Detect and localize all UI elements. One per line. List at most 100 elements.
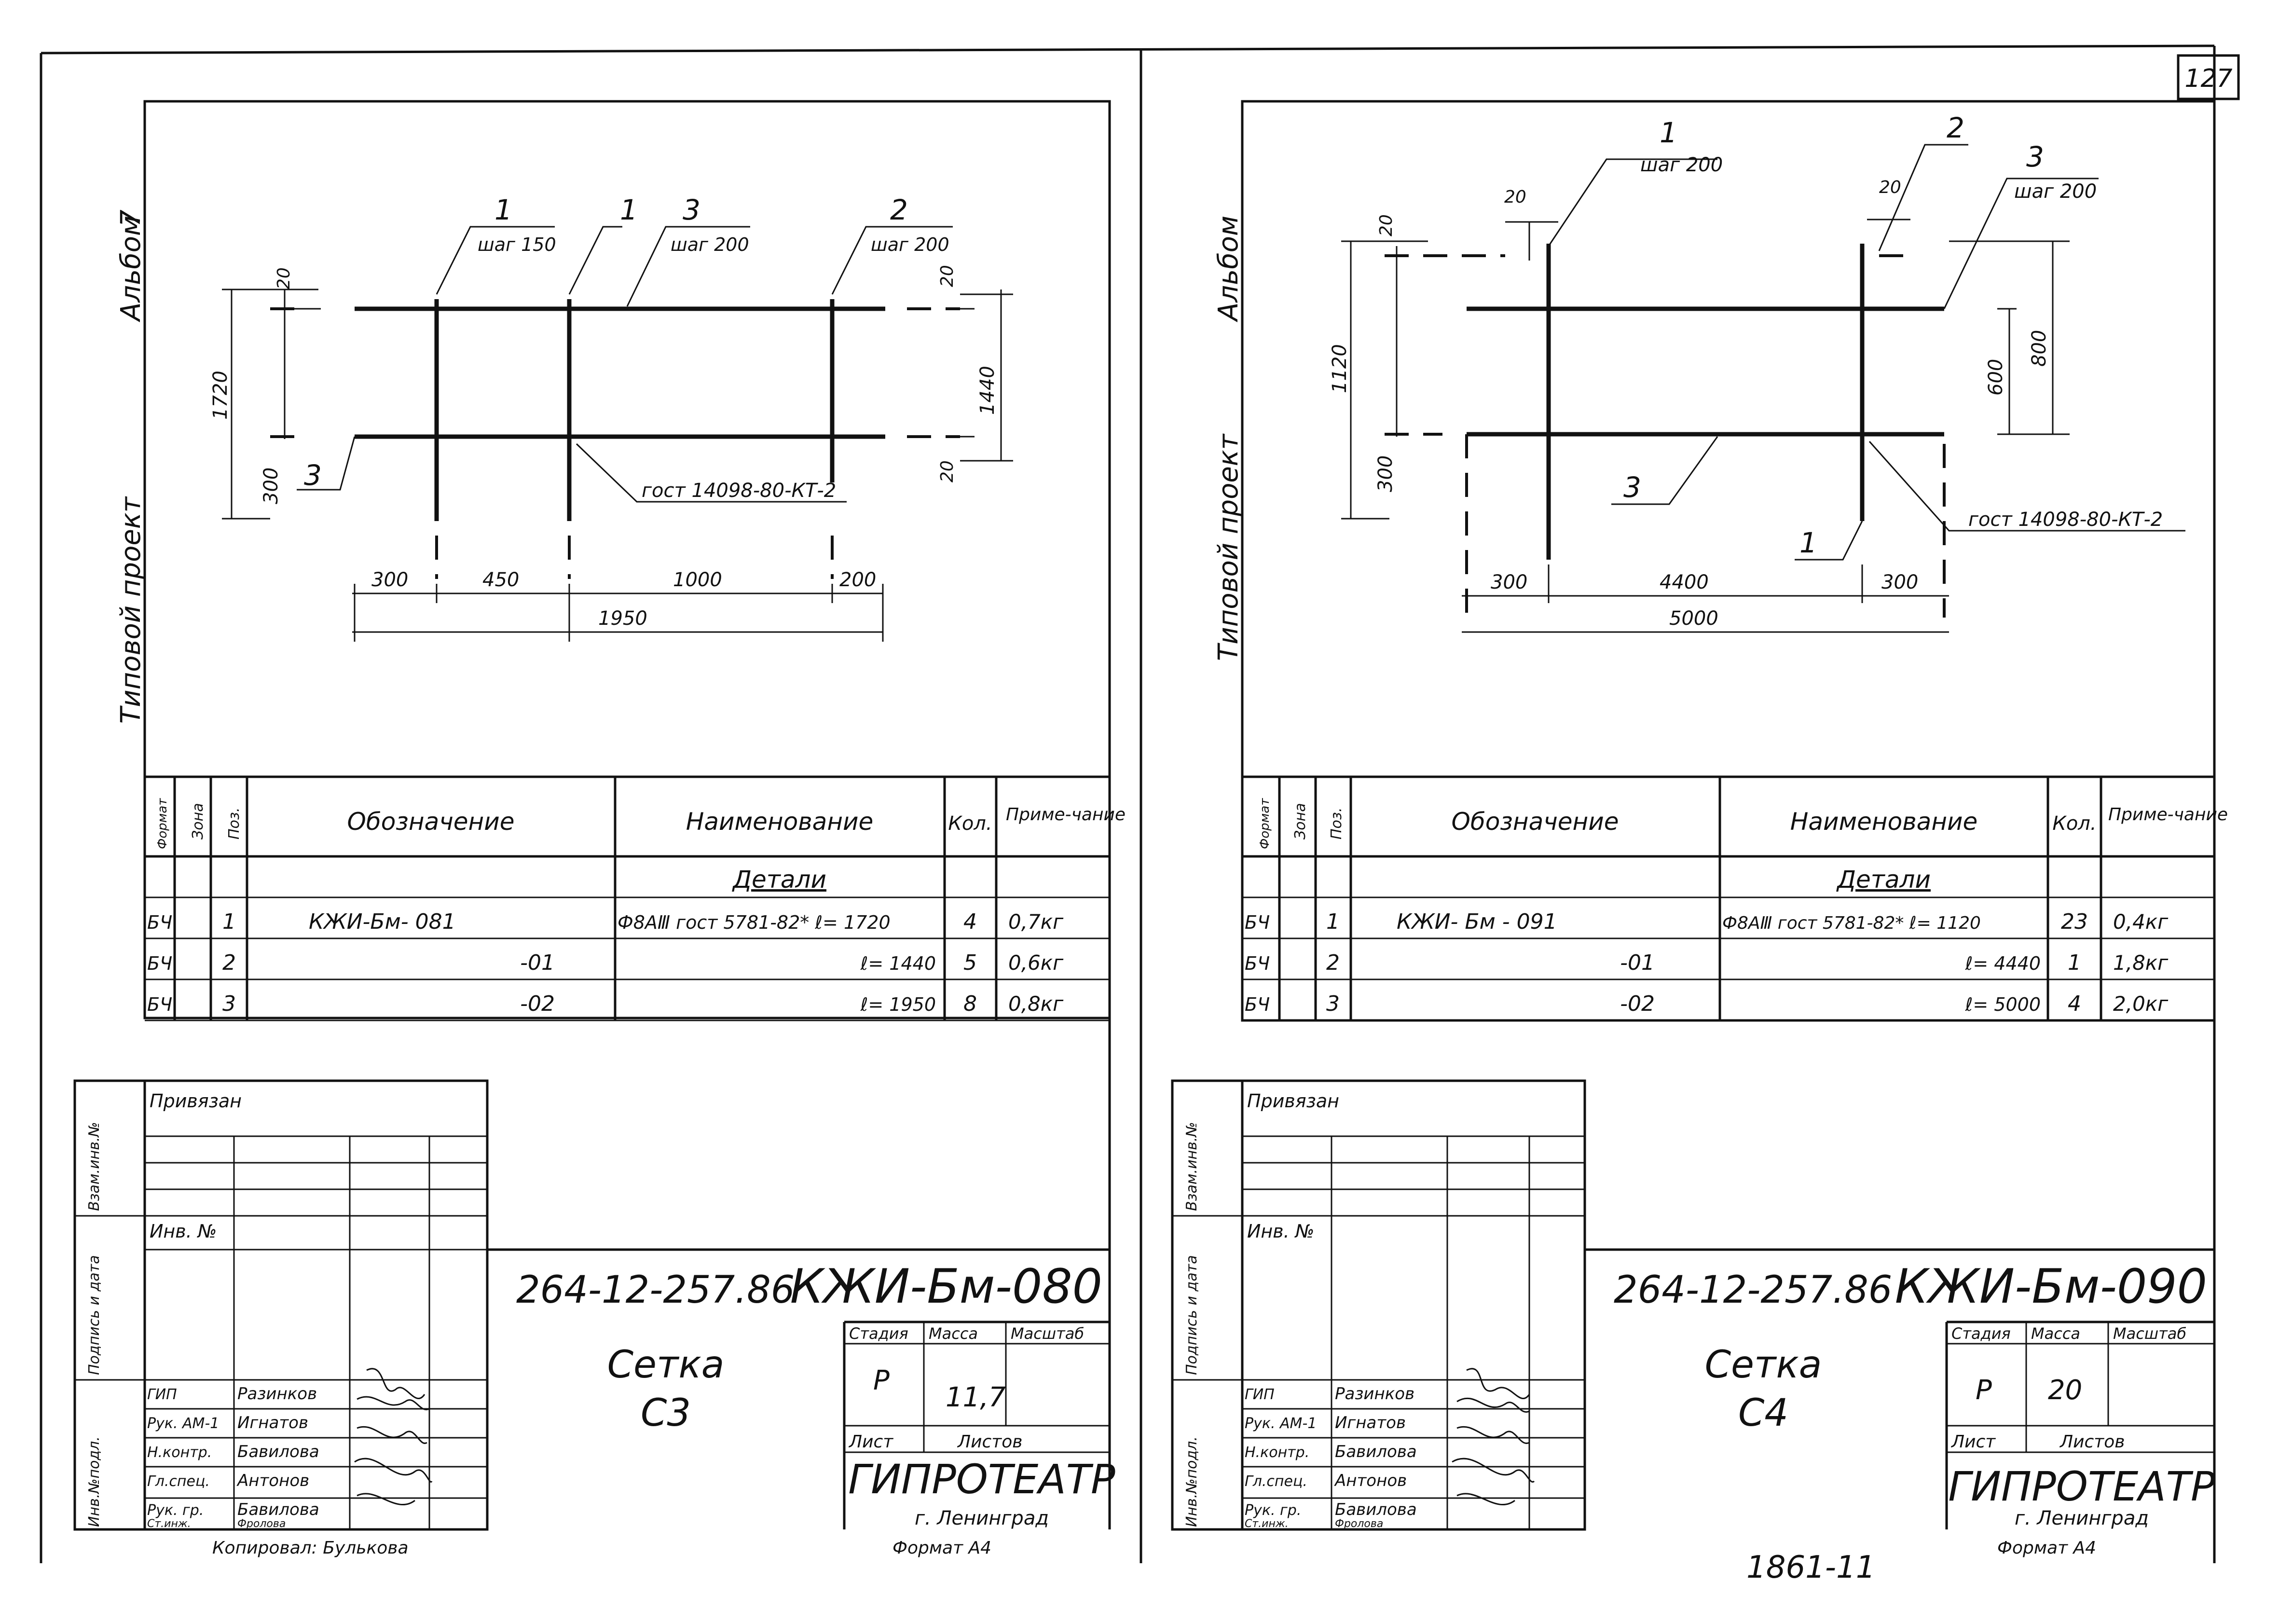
right-row2-format: БЧ (1245, 953, 1270, 974)
left-row1-name: Ф8АⅢ гост 5781-82* ℓ= 1720 (618, 912, 891, 933)
right-title-text: Привязан Инв. № Взам.инв.№ Подпись и дат… (1183, 1090, 2215, 1558)
left-hdr-pos: Поз. (226, 808, 243, 840)
right-row2-designation: -01 (1620, 950, 1655, 975)
left-doc-code: 264-12-257.86 (516, 1268, 795, 1312)
left-person-4: Антонов (236, 1471, 309, 1490)
right-format: Формат А4 (1997, 1538, 2096, 1558)
right-col-mass: Масса (2031, 1324, 2080, 1343)
right-row3-qty: 4 (2068, 991, 2081, 1016)
right-title-line2: С4 (1738, 1391, 1788, 1435)
right-dim-1120: 1120 (1329, 344, 1351, 393)
left-role-6: Ст.инж. (147, 1518, 191, 1530)
left-title-line1: Сетка (607, 1343, 725, 1387)
left-spec-text: Формат Зона Поз. Обозначение Наименовани… (147, 798, 1126, 1016)
right-row2-note: 1,8кг (2113, 951, 2169, 975)
left-col-scale: Масштаб (1011, 1324, 1084, 1343)
left-copied: Копировал: Булькова (212, 1538, 409, 1558)
right-dim-4400: 4400 (1660, 571, 1709, 593)
left-leader-pos-3: 3 (683, 193, 700, 226)
left-leader-note-3: шаг 200 (671, 234, 749, 255)
left-hdr-note: Приме-чание (1006, 805, 1126, 825)
left-row2-pos: 2 (222, 950, 236, 975)
left-signatures (354, 1368, 433, 1505)
right-dim-300a: 300 (1491, 571, 1527, 593)
left-leader-note-2: шаг 200 (871, 234, 949, 255)
left-mesh-drawing (222, 226, 1013, 642)
right-hdr-zone: Зона (1292, 803, 1309, 840)
right-row2-qty: 1 (2068, 950, 2081, 975)
right-role-5: Рук. гр. (1245, 1502, 1301, 1519)
right-doc-code: 264-12-257.86 (1614, 1268, 1892, 1312)
right-side-label-2: Подпись и дата (1183, 1255, 1200, 1376)
left-row1-qty: 4 (963, 909, 977, 934)
right-mass: 20 (2048, 1375, 2082, 1406)
footer-number: 1861-11 (1746, 1550, 1875, 1585)
right-city: г. Ленинград (2015, 1507, 2149, 1529)
right-mesh-drawing (1341, 144, 2185, 633)
right-stage: Р (1976, 1375, 1992, 1406)
left-stage: Р (873, 1365, 890, 1396)
left-hdr-name: Наименование (686, 808, 874, 836)
left-hdr-format: Формат (155, 798, 170, 849)
left-row3-note: 0,8кг (1008, 992, 1064, 1016)
right-row3-designation: -02 (1620, 991, 1655, 1016)
left-person-3: Бавилова (237, 1442, 319, 1461)
right-row1-qty: 23 (2061, 909, 2088, 934)
left-row3-format: БЧ (147, 994, 172, 1015)
left-dim-20-right-top: 20 (937, 265, 957, 287)
left-row1-note: 0,7кг (1008, 910, 1064, 934)
right-dim-20-h: 20 (1504, 187, 1526, 207)
right-person-6: Фролова (1335, 1518, 1383, 1530)
right-person-3: Бавилова (1335, 1442, 1417, 1461)
right-sheets: Листов (2059, 1432, 2125, 1452)
left-side-label-3: Инв.№подл. (86, 1436, 103, 1527)
right-row2-name: ℓ= 4440 (1965, 953, 2041, 974)
right-row1-pos: 1 (1326, 909, 1340, 934)
left-row2-name: ℓ= 1440 (860, 953, 936, 974)
left-pos3-label: 3 (304, 459, 322, 492)
left-mass: 11,7 (946, 1382, 1006, 1413)
right-org: ГИПРОТЕАТР (1948, 1463, 2215, 1510)
right-project-label: Типовой проект (1213, 433, 1244, 661)
left-row2-qty: 5 (963, 950, 977, 975)
right-spec-text: Формат Зона Поз. Обозначение Наименовани… (1245, 798, 2228, 1016)
left-leader-note-1a: шаг 150 (478, 234, 556, 255)
left-row1-pos: 1 (222, 909, 236, 934)
left-role-1: ГИП (147, 1386, 177, 1403)
right-row1-format: БЧ (1245, 912, 1270, 933)
right-row1-name: Ф8АⅢ гост 5781-82* ℓ= 1120 (1722, 913, 1981, 933)
left-hdr-qty: Кол. (948, 812, 992, 835)
left-row3-pos: 3 (222, 991, 236, 1016)
left-dim-1440: 1440 (976, 366, 999, 415)
left-row1-designation: КЖИ-Бм- 081 (309, 909, 456, 934)
left-dim-1950: 1950 (598, 607, 647, 630)
right-person-5: Бавилова (1335, 1500, 1417, 1519)
left-section-details: Детали (732, 866, 826, 894)
right-privyazan: Привязан (1247, 1090, 1339, 1112)
right-pos3-label: 3 (1623, 471, 1641, 504)
left-dim-1720: 1720 (209, 371, 232, 420)
left-dim-200: 200 (839, 569, 876, 591)
right-hdr-qty: Кол. (2052, 812, 2096, 835)
left-sheets: Листов (957, 1432, 1022, 1452)
left-leader-pos-1a: 1 (494, 193, 512, 226)
right-hdr-name: Наименование (1790, 808, 1978, 836)
left-album-label: Альбом (115, 216, 147, 322)
left-dim-20-top: 20 (274, 267, 294, 289)
right-signatures (1452, 1368, 1535, 1505)
left-row3-qty: 8 (963, 991, 977, 1016)
left-person-1: Разинков (237, 1384, 317, 1404)
left-col-mass: Масса (929, 1324, 978, 1343)
right-section-details: Детали (1836, 866, 1931, 894)
right-dim-600: 600 (1985, 359, 2007, 396)
page-number: 127 (2184, 64, 2232, 93)
left-dim-300-v: 300 (260, 468, 282, 504)
left-role-4: Гл.спец. (147, 1473, 210, 1490)
right-dim-20-v: 20 (1376, 214, 1396, 236)
right-role-1: ГИП (1245, 1386, 1275, 1403)
right-leader-note-1: шаг 200 (1640, 154, 1723, 176)
right-side-label-3: Инв.№подл. (1183, 1436, 1200, 1527)
left-inner-frame (143, 100, 1111, 1019)
left-project-label: Типовой проект (115, 496, 147, 724)
